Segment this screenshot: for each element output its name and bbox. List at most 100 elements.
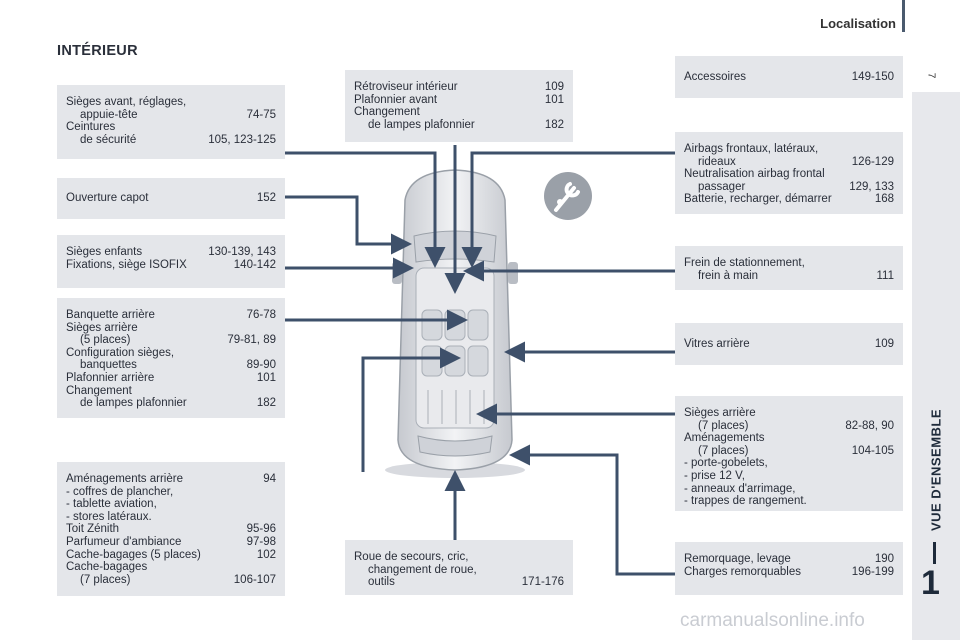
entry-label: appuie-tête: [80, 108, 138, 121]
entry-row: - coffres de plancher,: [66, 486, 276, 499]
entry-pages: 102: [256, 548, 276, 561]
entry-row: - anneaux d'arrimage,: [684, 483, 894, 496]
entry-label: Changement: [66, 384, 132, 397]
entry-row: outils 171-176: [354, 576, 564, 589]
chapter-divider: [933, 542, 936, 564]
entry-pages: [558, 106, 564, 119]
entry-label: - porte-gobelets,: [684, 457, 768, 470]
entry-label: (7 places): [698, 444, 749, 457]
watermark: carmanualsonline.info: [680, 610, 865, 631]
entry-row: Aménagements arrière 94: [66, 473, 276, 486]
entry-label: Sièges arrière: [684, 407, 756, 419]
entry-label: (7 places): [698, 419, 749, 432]
entry-label: frein à main: [698, 269, 759, 282]
entry-row: changement de roue,: [354, 564, 564, 577]
entry-label: Sièges enfants: [66, 246, 143, 258]
entry-label: - coffres de plancher,: [66, 485, 174, 498]
entry-label: Configuration sièges,: [66, 346, 175, 359]
entry-label: - anneaux d'arrimage,: [684, 482, 796, 495]
entry-label: - tablette aviation,: [66, 498, 157, 511]
entry-pages: [888, 407, 894, 420]
entry-pages: 76-78: [246, 309, 276, 321]
entry-pages: [888, 257, 894, 270]
entry-pages: [270, 385, 276, 398]
entry-pages: [270, 561, 276, 574]
entry-row: frein à main 111: [684, 270, 894, 283]
entry-label: Sièges avant, réglages,: [66, 96, 187, 108]
entry-label: Plafonnier avant: [354, 93, 438, 106]
entry-pages: 95-96: [246, 523, 276, 536]
entry-pages: [558, 564, 564, 577]
entry-pages: [558, 551, 564, 564]
entry-label: Charges remorquables: [684, 565, 801, 578]
sidebar-tab: [912, 92, 960, 640]
entry-pages: 111: [876, 269, 894, 282]
entry-row: Configuration sièges,: [66, 347, 276, 360]
entry-pages: [270, 511, 276, 524]
entry-label: Aménagements arrière: [66, 473, 183, 485]
entry-label: Changement: [354, 106, 420, 119]
entry-row: (7 places)104-105: [684, 445, 894, 458]
entry-pages: 82-88, 90: [845, 419, 894, 432]
entry-label: Roue de secours, cric,: [354, 551, 469, 563]
entry-row: - stores latéraux.: [66, 511, 276, 524]
entry-label: de sécurité: [80, 133, 137, 146]
entry-row: - prise 12 V,: [684, 470, 894, 483]
entry-pages: 94: [263, 473, 276, 485]
entry-pages: [888, 143, 894, 156]
entry-pages: 101: [256, 371, 276, 384]
rear-fittings-box: Aménagements arrière 94 - coffres de planc…: [57, 462, 285, 596]
entry-label: Cache-bagages (5 places): [66, 548, 201, 561]
entry-pages: 190: [874, 553, 894, 565]
entry-pages: 105, 123-125: [208, 133, 276, 146]
entry-label: Accessoires: [684, 71, 746, 83]
entry-label: - prise 12 V,: [684, 469, 745, 482]
entry-pages: [270, 121, 276, 134]
entry-label: Rétroviseur intérieur: [354, 81, 458, 93]
entry-label: - stores latéraux.: [66, 510, 152, 523]
entry-label: Fixations, siège ISOFIX: [66, 258, 187, 271]
entry-row: Changement: [66, 385, 276, 398]
entry-row: Neutralisation airbag frontal: [684, 168, 894, 181]
entry-pages: [888, 483, 894, 496]
entry-label: Frein de stationnement,: [684, 257, 805, 269]
entry-label: Banquette arrière: [66, 309, 155, 321]
entry-row: - trappes de rangement.: [684, 495, 894, 508]
entry-row: - porte-gobelets,: [684, 457, 894, 470]
entry-pages: 182: [544, 118, 564, 131]
page-title: INTÉRIEUR: [57, 43, 138, 59]
entry-row: Banquette arrière 76-78: [66, 309, 276, 322]
entry-row: Sièges arrière: [684, 407, 894, 420]
entry-label: outils: [368, 576, 395, 589]
entry-label: rideaux: [698, 155, 736, 168]
entry-row: Ceintures: [66, 121, 276, 134]
entry-label: Parfumeur d'ambiance: [66, 535, 182, 548]
entry-pages: [270, 498, 276, 511]
entry-label: Cache-bagages: [66, 561, 148, 574]
entry-pages: 106-107: [233, 573, 276, 586]
chapter-number: 1: [921, 564, 940, 602]
entry-pages: [888, 495, 894, 508]
entry-pages: 171-176: [521, 576, 564, 589]
entry-label: Neutralisation airbag frontal: [684, 168, 825, 181]
entry-pages: [888, 432, 894, 445]
entry-label: Remorquage, levage: [684, 553, 791, 565]
entry-pages: [888, 470, 894, 483]
entry-label: Vitres arrière: [684, 338, 750, 350]
entry-label: changement de roue,: [368, 563, 477, 576]
